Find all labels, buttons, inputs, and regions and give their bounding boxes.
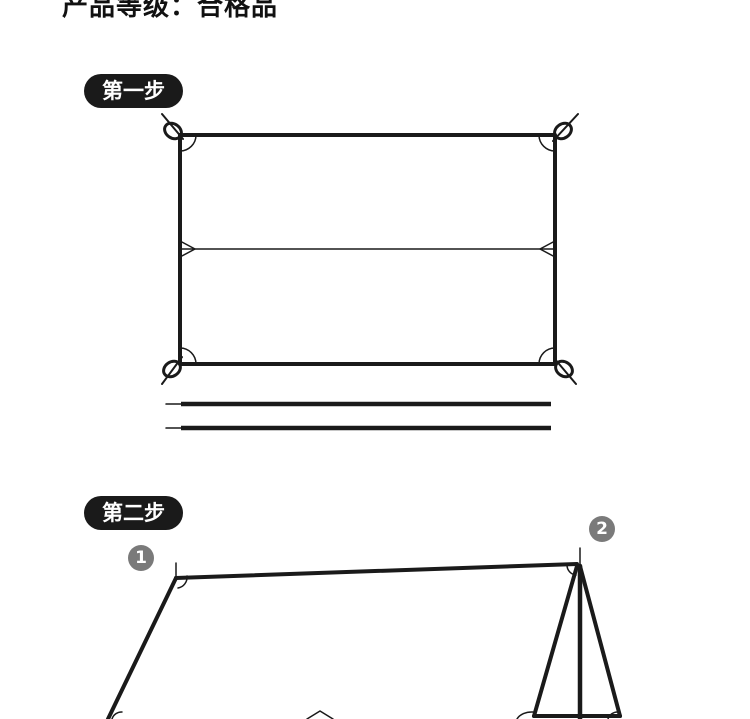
side-seam-left <box>179 240 196 258</box>
product-grade-text: 产品等级：合格品 <box>62 0 279 22</box>
bottom-left-arc <box>111 711 123 719</box>
corner-patch-bl <box>179 347 197 365</box>
bottom-center-peak <box>306 710 334 719</box>
left-corner-patch <box>177 575 188 589</box>
corner-patch-br <box>538 347 556 365</box>
corner-loop-tr <box>553 121 573 141</box>
side-panel-back <box>578 564 622 718</box>
right-corner-patch <box>566 564 577 576</box>
guy-line-tl <box>161 113 184 140</box>
side-seam-right <box>539 240 556 258</box>
side-panel-front <box>532 564 579 718</box>
corner-loop-bl <box>162 359 182 379</box>
corner-patch-tl <box>179 134 197 152</box>
step-1-badge: 第一步 <box>86 76 181 106</box>
marker-2: 2 <box>589 516 615 542</box>
guy-line-bl <box>161 356 183 385</box>
bottom-right-arc <box>516 711 534 719</box>
guy-line-br <box>553 357 577 385</box>
ridge-line <box>174 562 579 580</box>
guy-line-tr <box>552 113 579 142</box>
marker-1: 1 <box>128 545 154 571</box>
corner-patch-tr <box>538 134 556 152</box>
left-edge <box>106 576 178 719</box>
corner-loop-br <box>554 359 574 379</box>
step-2-badge: 第二步 <box>86 498 181 528</box>
